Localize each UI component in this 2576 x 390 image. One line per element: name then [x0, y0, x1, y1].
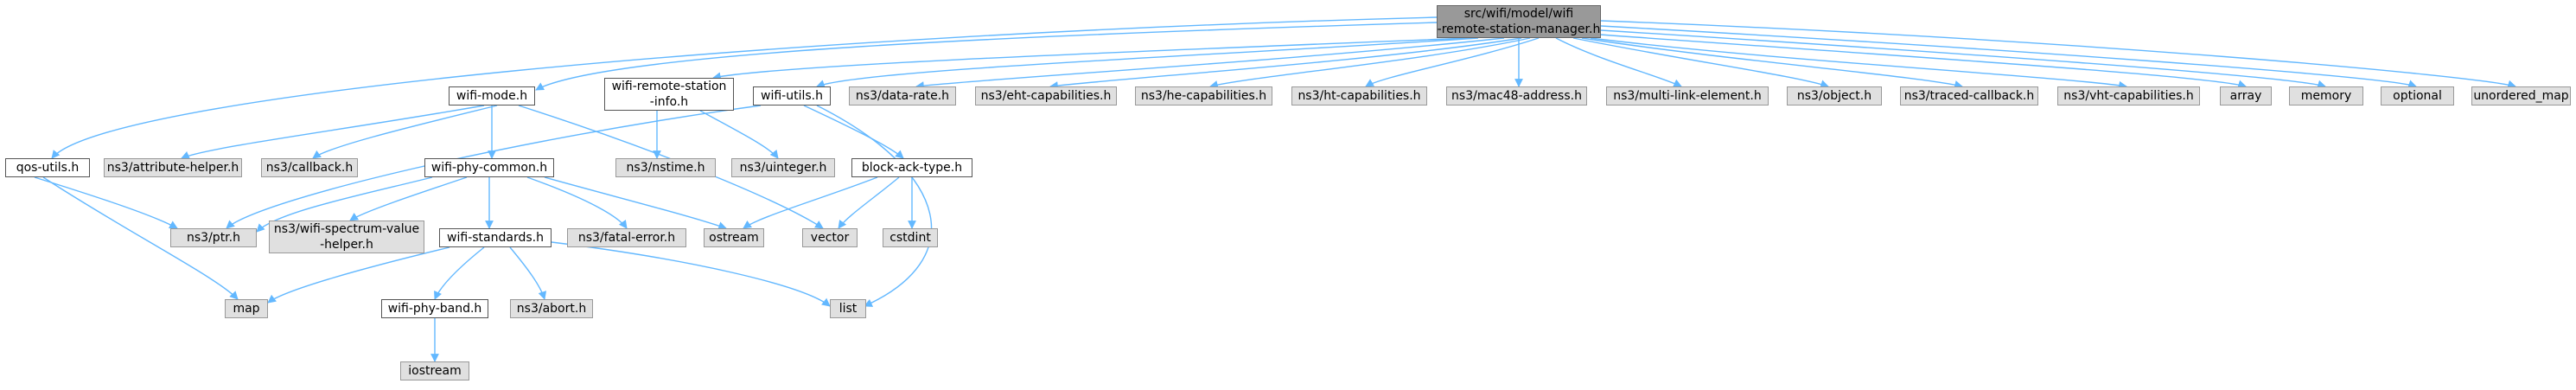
node-map: map: [225, 299, 268, 318]
root-header-node: src/wifi/model/wifi -remote-station-mana…: [1437, 5, 1601, 38]
dependency-edge: [256, 176, 433, 233]
dependency-edge: [526, 176, 628, 229]
dependency-edge: [1049, 37, 1522, 90]
node-ns3-mac48-address: ns3/mac48-address.h: [1446, 86, 1587, 105]
node-ns3-uinteger: ns3/uinteger.h: [731, 158, 835, 177]
node-wifi-mode[interactable]: wifi-mode.h: [449, 86, 535, 105]
node-qos-utils[interactable]: qos-utils.h: [5, 158, 90, 177]
dependency-edge: [312, 105, 498, 159]
dependency-edge: [915, 37, 1505, 90]
node-wifi-phy-common[interactable]: wifi-phy-common.h: [424, 158, 554, 177]
node-block-ack-type[interactable]: block-ack-type.h: [851, 158, 972, 177]
node-array: array: [2220, 86, 2272, 105]
dependency-edge: [1572, 37, 1829, 88]
dependency-edge: [544, 176, 727, 230]
dependency-edge: [803, 105, 904, 159]
dependency-edge: [816, 105, 933, 307]
dependency-edge: [181, 105, 485, 160]
dependency-edge: [699, 110, 779, 159]
node-ns3-multi-link-element: ns3/multi-link-element.h: [1606, 86, 1769, 105]
node-ns3-eht-capabilities: ns3/eht-capabilities.h: [975, 86, 1117, 105]
dependency-edge: [1600, 20, 2516, 89]
node-cstdint: cstdint: [883, 228, 938, 247]
node-ns3-traced-callback: ns3/traced-callback.h: [1900, 86, 2038, 105]
node-ns3-nstime: ns3/nstime.h: [615, 158, 716, 177]
dependency-edge: [838, 176, 900, 229]
dependency-edge: [1209, 37, 1531, 89]
dependency-edge: [1590, 37, 2127, 90]
dependency-edge: [1600, 25, 2417, 88]
dependency-edge: [1600, 29, 2326, 89]
node-ns3-ptr: ns3/ptr.h: [170, 228, 257, 247]
node-ns3-data-rate: ns3/data-rate.h: [849, 86, 956, 105]
node-vector: vector: [802, 228, 858, 247]
node-memory: memory: [2289, 86, 2363, 105]
node-wifi-remote-station-info[interactable]: wifi-remote-station -info.h: [604, 78, 734, 111]
node-ns3-vht-capabilities: ns3/vht-capabilities.h: [2057, 86, 2200, 105]
node-ns3-wifi-spectrum-value-helper: ns3/wifi-spectrum-value -helper.h: [269, 221, 424, 253]
dependency-edge: [349, 176, 468, 221]
dependency-edge: [1581, 37, 1963, 89]
node-ns3-object: ns3/object.h: [1787, 86, 1882, 105]
node-iostream: iostream: [400, 361, 469, 380]
node-unordered-map: unordered_map: [2471, 86, 2571, 105]
dependency-edge: [551, 241, 831, 307]
node-ns3-callback: ns3/callback.h: [261, 158, 358, 177]
dependency-edge: [1555, 37, 1682, 87]
dependency-edge: [267, 246, 450, 304]
dependency-edge: [743, 176, 878, 229]
dependency-edge: [1365, 37, 1540, 87]
node-list: list: [830, 299, 866, 318]
node-ostream: ostream: [704, 228, 764, 247]
node-ns3-he-capabilities: ns3/he-capabilities.h: [1135, 86, 1272, 105]
dependency-edge: [509, 246, 547, 300]
node-ns3-fatal-error: ns3/fatal-error.h: [567, 228, 686, 247]
dependency-edge: [434, 246, 485, 300]
node-wifi-utils[interactable]: wifi-utils.h: [753, 86, 831, 105]
node-wifi-standards[interactable]: wifi-standards.h: [439, 228, 552, 247]
node-ns3-attribute-helper: ns3/attribute-helper.h: [104, 158, 242, 177]
node-wifi-phy-band[interactable]: wifi-phy-band.h: [381, 299, 488, 318]
dependency-edge: [226, 105, 762, 229]
node-ns3-ht-capabilities: ns3/ht-capabilities.h: [1291, 86, 1427, 105]
node-optional: optional: [2381, 86, 2454, 105]
dependency-edge: [535, 22, 1438, 91]
dependency-edge: [42, 176, 239, 300]
node-ns3-abort: ns3/abort.h: [510, 299, 593, 318]
dependency-edge: [712, 37, 1470, 81]
dependency-edge: [51, 16, 1438, 159]
dependency-edge: [1598, 34, 2247, 89]
dependency-edge: [34, 176, 178, 229]
dependency-edge: [816, 37, 1479, 88]
